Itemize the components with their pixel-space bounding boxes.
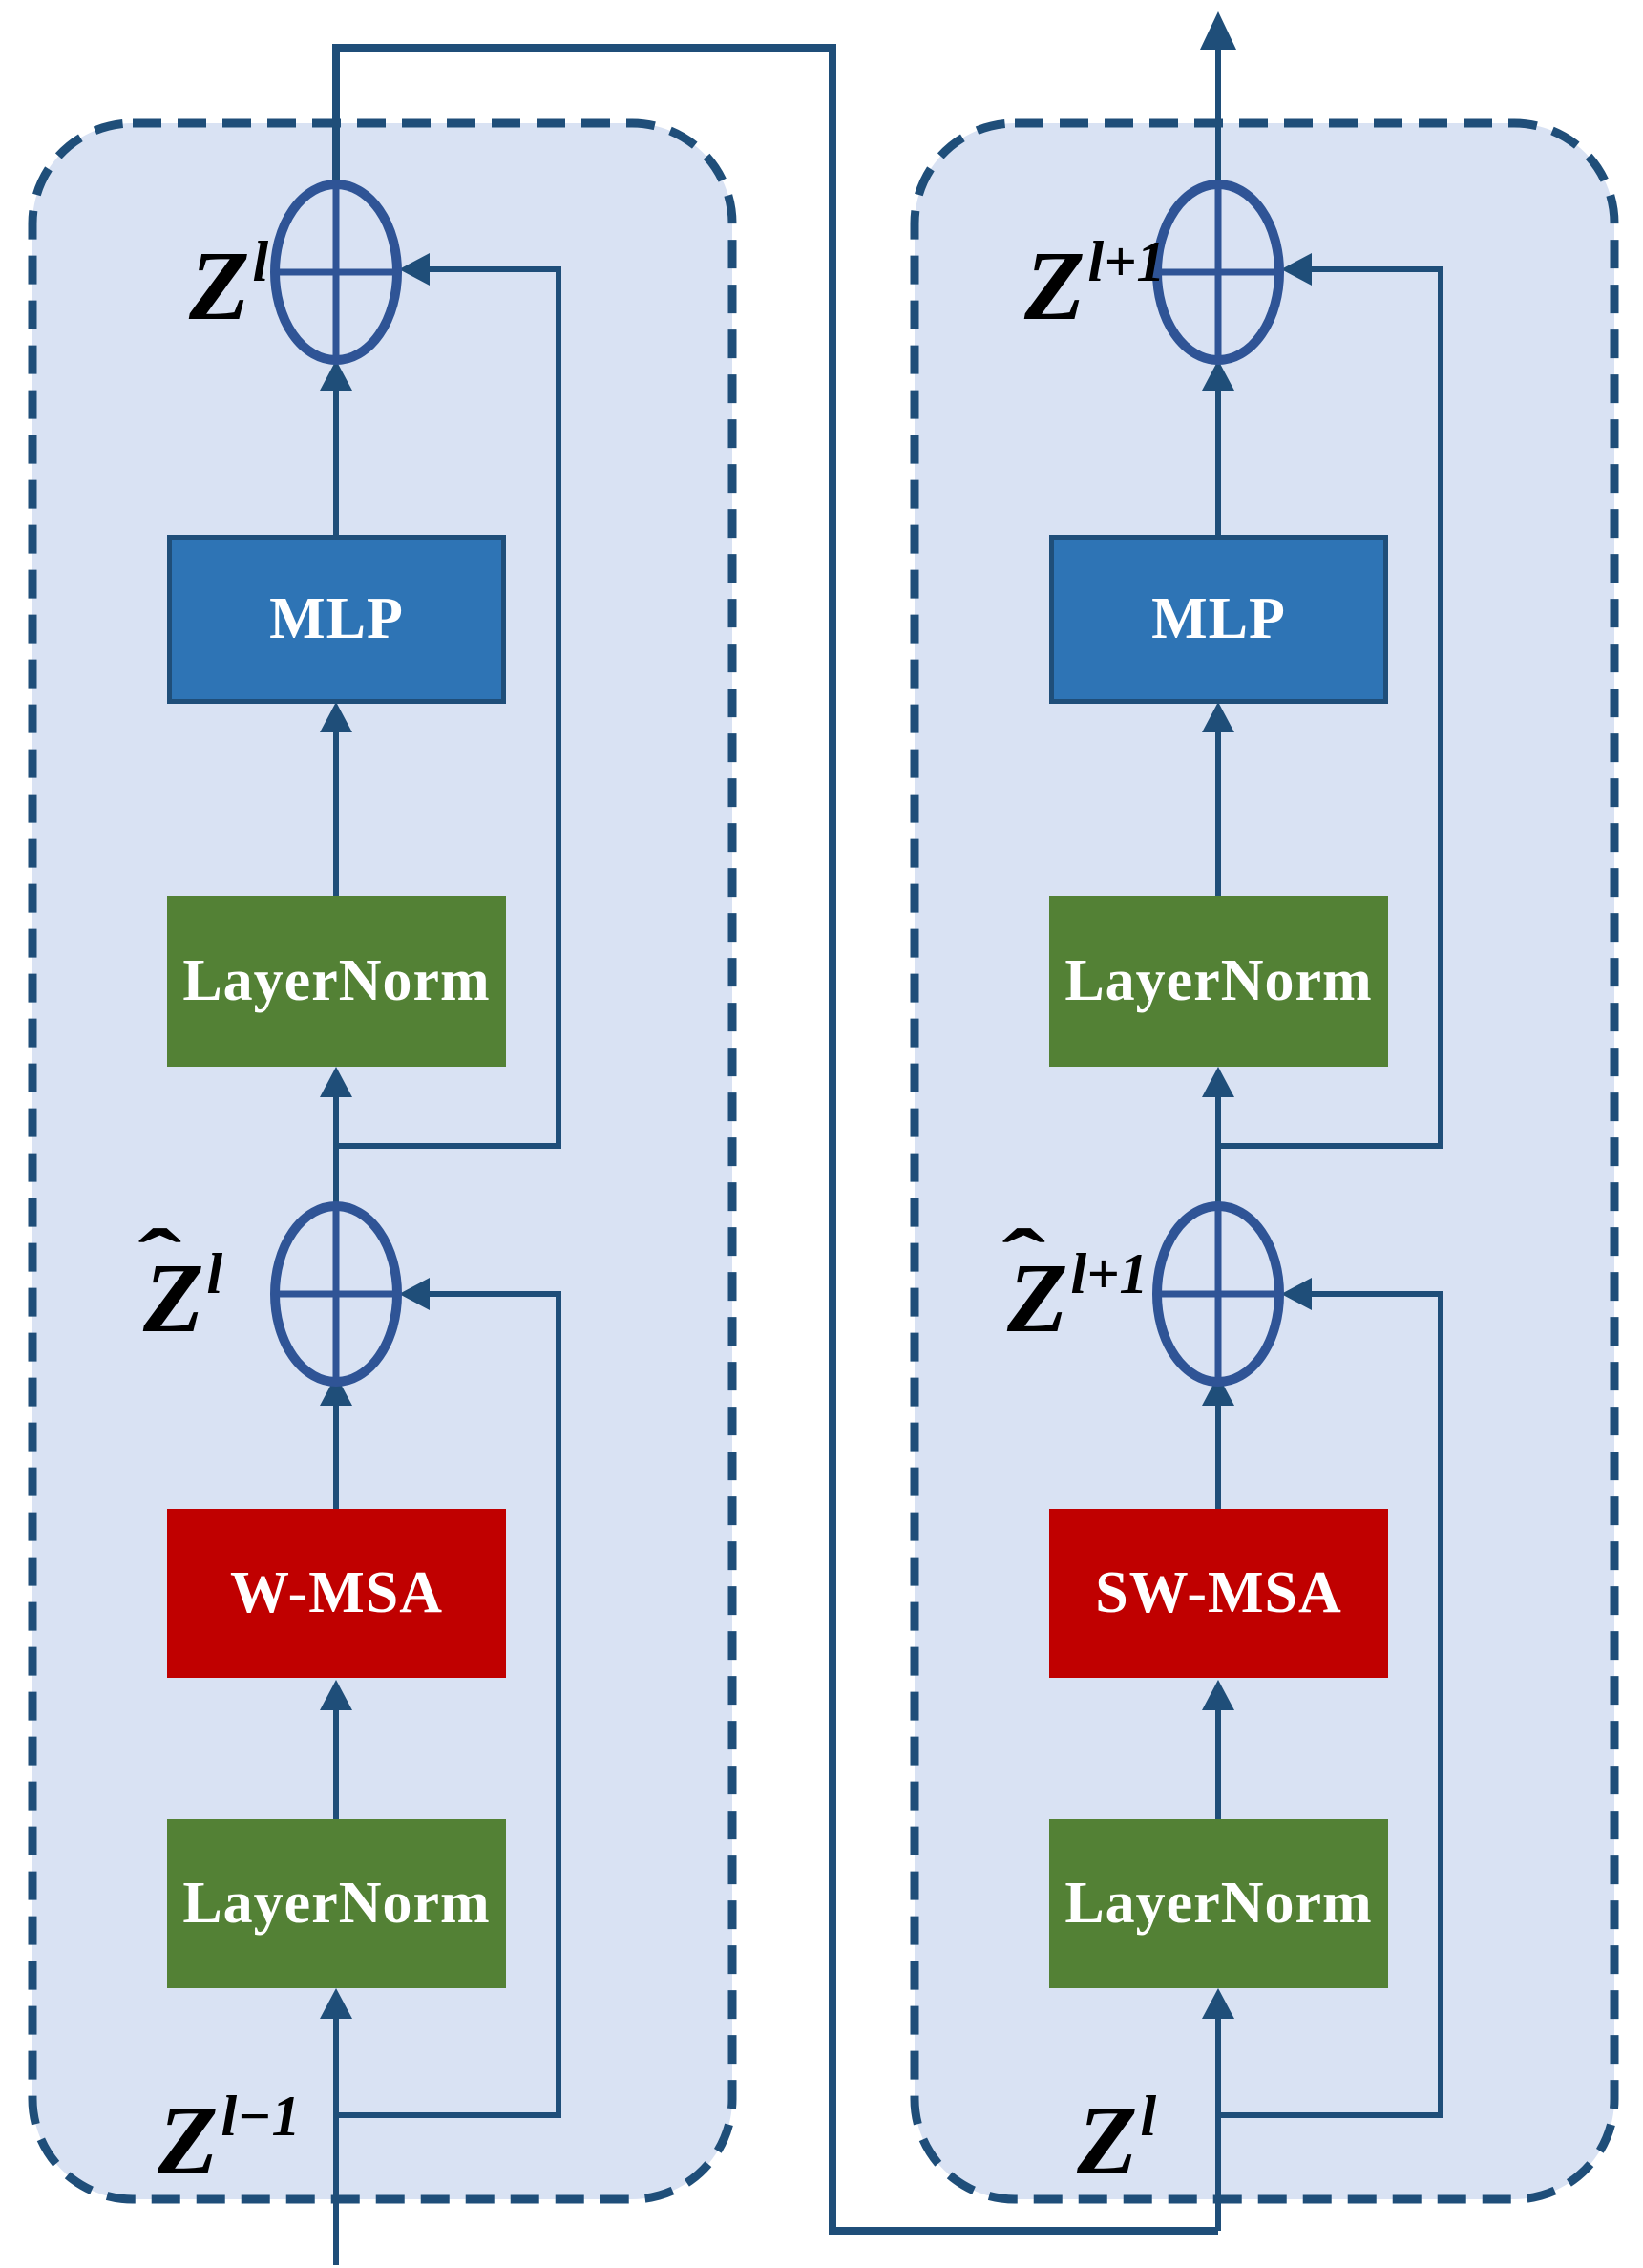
- right-add-to-norm1-arrowhead: [1202, 1067, 1234, 1097]
- variable-base: Z: [189, 231, 250, 341]
- left-add-to-norm1-arrowhead: [320, 1067, 352, 1097]
- left-upper-layernorm-label: LayerNorm: [182, 948, 491, 1013]
- right-upper-layernorm-box: LayerNorm: [1049, 896, 1388, 1067]
- hat-accent: ˆ: [1001, 1212, 1046, 1309]
- variable-base: Z: [143, 1243, 204, 1353]
- right-skip1-arrowhead: [1281, 1278, 1312, 1310]
- left-output-variable-label: Zl: [189, 233, 268, 336]
- right-skip1-line: [1218, 1291, 1443, 2118]
- right-lower-layernorm-label: LayerNorm: [1064, 1871, 1373, 1936]
- left-skip1-arrowhead: [399, 1278, 430, 1310]
- right-skip2-line: [1218, 266, 1443, 1149]
- left-mlp-to-add-arrowhead: [320, 360, 352, 391]
- variable-superscript: l: [252, 230, 269, 293]
- variable-superscript: l+1: [1087, 230, 1166, 293]
- right-norm2-to-swmsa-arrowhead: [1202, 1680, 1234, 1710]
- left-input-arrowhead: [320, 1988, 352, 2019]
- left-input-variable-label: Zl−1: [158, 2088, 301, 2191]
- variable-base: Z: [1007, 1243, 1068, 1353]
- variable-superscript: l: [1140, 2085, 1157, 2148]
- left-lower-add-circle: [270, 1201, 402, 1387]
- variable-base: Z: [1077, 2086, 1138, 2195]
- variable-base: Z: [158, 2086, 219, 2195]
- right-output-variable-label: Zl+1: [1024, 233, 1165, 336]
- left-wmsa-to-add-arrowhead: [320, 1375, 352, 1406]
- variable-superscript: l−1: [221, 2085, 301, 2148]
- left-lower-layernorm-box: LayerNorm: [167, 1819, 506, 1988]
- left-top-add-circle: [270, 180, 402, 365]
- right-swmsa-to-add-arrowhead: [1202, 1375, 1234, 1406]
- left-skip2-line: [336, 266, 561, 1149]
- right-mlp-label: MLP: [1151, 586, 1286, 651]
- left-norm2-to-wmsa-arrowhead: [320, 1680, 352, 1710]
- left-skip2-arrowhead: [399, 253, 430, 286]
- left-lower-layernorm-label: LayerNorm: [182, 1871, 491, 1936]
- right-norm1-to-mlp-arrowhead: [1202, 702, 1234, 732]
- left-skip1-line: [336, 1291, 561, 2118]
- left-wmsa-box: W-MSA: [167, 1509, 506, 1678]
- variable-base: Z: [1024, 231, 1085, 341]
- hat-accent: ˆ: [137, 1212, 182, 1309]
- right-upper-layernorm-label: LayerNorm: [1064, 948, 1373, 1013]
- right-input-arrowhead: [1202, 1988, 1234, 2019]
- right-lower-add-circle: [1152, 1201, 1284, 1387]
- right-input-variable-label: Zl: [1077, 2088, 1156, 2191]
- left-norm1-to-mlp-arrowhead: [320, 702, 352, 732]
- right-lower-layernorm-box: LayerNorm: [1049, 1819, 1388, 1988]
- right-mlp-box: MLP: [1049, 535, 1388, 704]
- variable-superscript: l+1: [1070, 1242, 1148, 1305]
- block-to-block-connector: [332, 44, 1218, 2235]
- right-swmsa-label: SW-MSA: [1095, 1560, 1342, 1625]
- right-mlp-to-add-arrowhead: [1202, 360, 1234, 391]
- left-mlp-label: MLP: [269, 586, 404, 651]
- left-mlp-box: MLP: [167, 535, 506, 704]
- left-wmsa-label: W-MSA: [229, 1560, 444, 1625]
- variable-superscript: l: [206, 1242, 223, 1305]
- right-skip2-arrowhead: [1281, 253, 1312, 286]
- right-swmsa-box: SW-MSA: [1049, 1509, 1388, 1678]
- right-output-arrowhead: [1200, 11, 1236, 50]
- right-top-add-circle: [1152, 180, 1284, 365]
- left-upper-layernorm-box: LayerNorm: [167, 896, 506, 1067]
